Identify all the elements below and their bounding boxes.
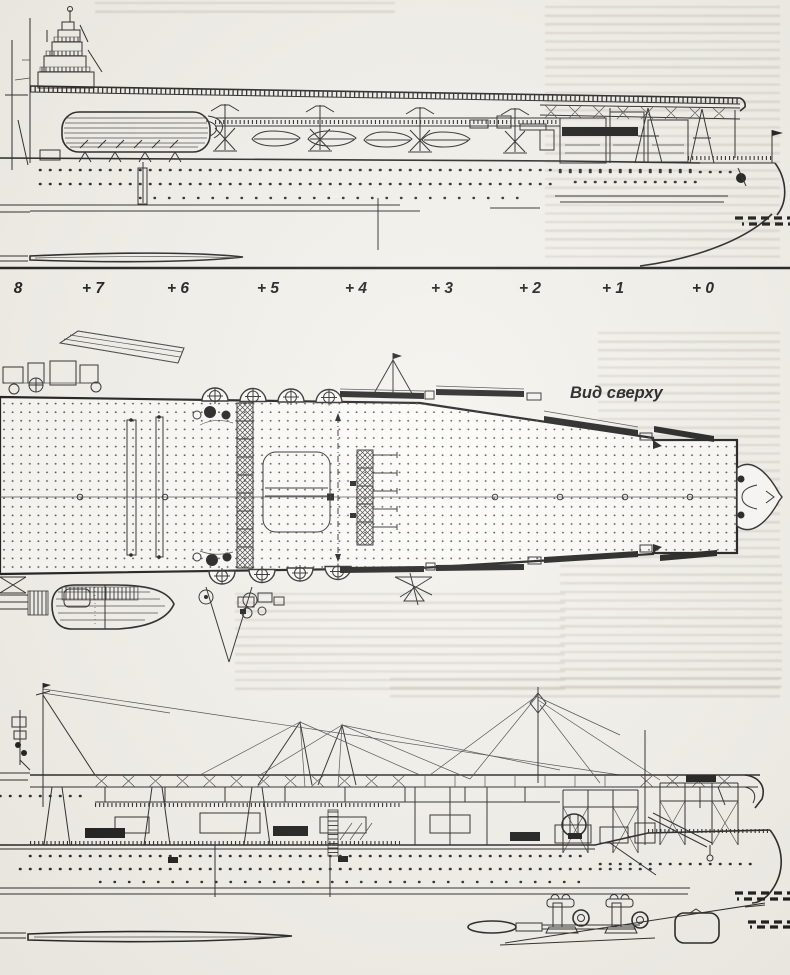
paravane-detail	[467, 894, 720, 946]
flight-deck-catwalk-truss	[30, 774, 764, 809]
bottom-edge-fittings	[0, 544, 717, 663]
refit-profile-drawing	[0, 683, 790, 946]
flight-deck	[29, 85, 746, 112]
station-label-8: 8	[14, 280, 23, 297]
station-label-2: + 2	[519, 280, 541, 297]
deck-strips-and-wires	[126, 402, 398, 569]
hull-porthole-rows	[38, 168, 737, 200]
hull-and-bow	[0, 130, 790, 270]
keel-reference-shape	[0, 252, 244, 263]
station-label-5: + 5	[257, 280, 279, 297]
adjacent-drawing-fragment	[0, 18, 31, 213]
side-profile-drawing: 8 + 7 + 6 + 5 + 4 + 3 + 2 + 1 + 0	[0, 6, 790, 297]
station-label-3: + 3	[431, 280, 453, 297]
funnel-casing-plan	[51, 584, 175, 630]
elevator-opening	[262, 451, 331, 533]
midship-galleries-and-boats	[215, 115, 560, 151]
plan-view-title: Вид сверху	[570, 384, 664, 402]
station-label-4: + 4	[345, 280, 367, 297]
aft-mast-and-derrick	[0, 683, 96, 807]
island-superstructure	[37, 6, 103, 89]
curved-funnel	[39, 111, 223, 163]
keel-reference-shape	[0, 930, 293, 943]
top-plan-drawing: Вид сверху	[0, 330, 783, 663]
hangar-front-structures	[559, 111, 689, 164]
gun-sponson	[201, 387, 343, 406]
rigging-cables	[42, 688, 621, 776]
top-edge-fittings	[2, 330, 714, 442]
callout-leader-lines	[198, 586, 258, 663]
hangar-structures	[43, 786, 656, 857]
bow-forecastle-plan	[736, 463, 783, 531]
station-label-1: + 1	[602, 280, 624, 297]
gun-sponson	[208, 563, 352, 585]
station-label-7: + 7	[82, 280, 105, 297]
station-scale: 8 + 7 + 6 + 5 + 4 + 3 + 2 + 1 + 0	[14, 280, 715, 297]
hull-profile	[0, 730, 790, 944]
hull-porthole-rows	[18, 854, 757, 884]
station-label-6: + 6	[167, 280, 189, 297]
deck-winches	[192, 406, 234, 566]
station-label-0: + 0	[692, 280, 714, 297]
